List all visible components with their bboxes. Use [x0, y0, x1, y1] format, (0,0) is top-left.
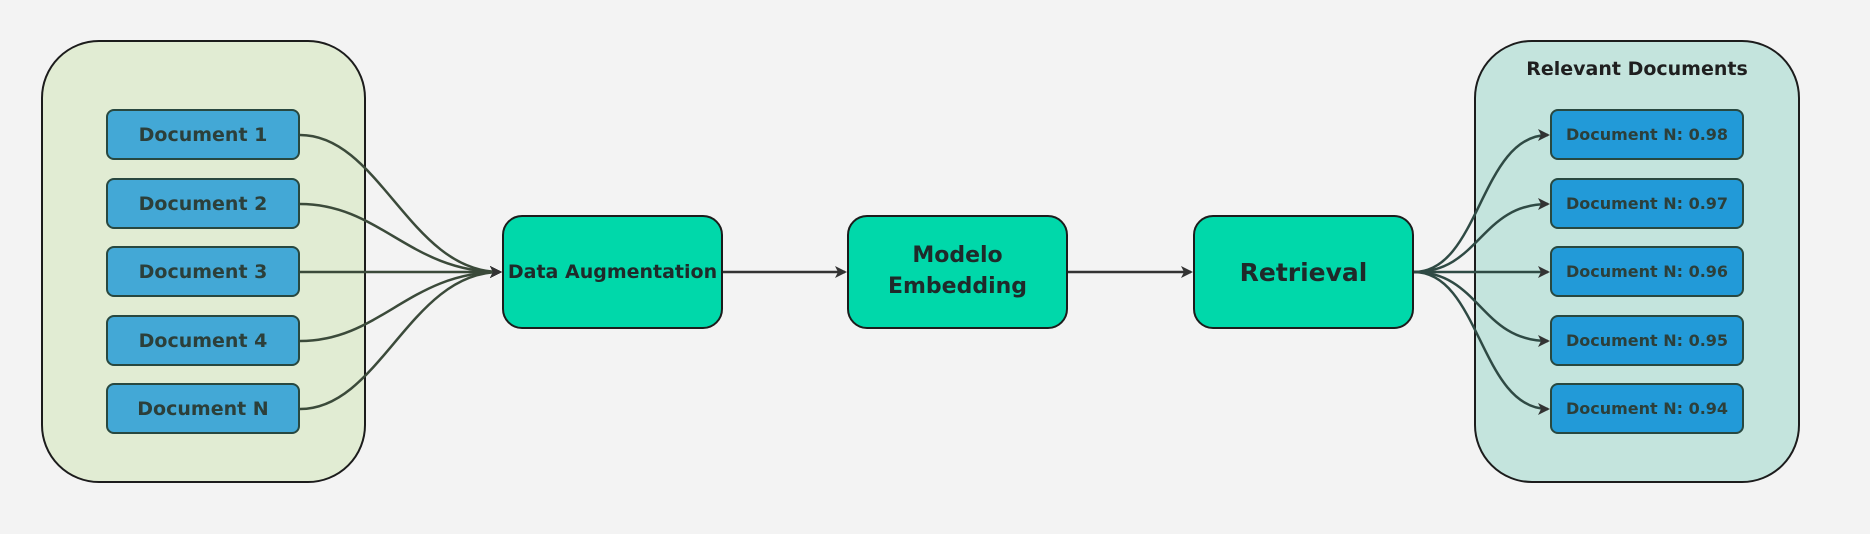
connector-retrieval-to-out4	[1413, 270, 1550, 347]
input-document-2: Document 2	[106, 178, 300, 229]
relevant-document-4: Document N: 0.95	[1550, 315, 1744, 366]
relevant-documents-title: Relevant Documents	[1526, 58, 1748, 80]
connector-retrieval-to-out2	[1413, 198, 1550, 274]
retrieval-step: Retrieval	[1193, 215, 1414, 329]
connector-doc2-to-augmentation	[299, 202, 502, 278]
connector-retrieval-to-out5	[1413, 270, 1550, 415]
retrieval-label: Retrieval	[1239, 257, 1368, 287]
connector-docn-to-augmentation	[299, 266, 502, 411]
data-augmentation-step: Data Augmentation	[502, 215, 723, 329]
input-document-4: Document 4	[106, 315, 300, 366]
connector-retrieval-to-out1	[1413, 129, 1550, 274]
embedding-label-line2: Embedding	[887, 274, 1028, 299]
relevant-document-2: Document N: 0.97	[1550, 178, 1744, 229]
embedding-label-line1: Modelo	[912, 243, 1003, 269]
relevant-document-3: Document N: 0.96	[1550, 246, 1744, 297]
input-document-n: Document N	[106, 383, 300, 434]
embedding-model-step: Modelo Embedding	[847, 215, 1068, 329]
relevant-document-1: Document N: 0.98	[1550, 109, 1744, 160]
data-augmentation-label: Data Augmentation	[507, 261, 718, 283]
input-document-1: Document 1	[106, 109, 300, 160]
input-document-3: Document 3	[106, 246, 300, 297]
connector-doc1-to-augmentation	[299, 133, 502, 278]
connector-doc4-to-augmentation	[299, 266, 502, 343]
relevant-document-5: Document N: 0.94	[1550, 383, 1744, 434]
